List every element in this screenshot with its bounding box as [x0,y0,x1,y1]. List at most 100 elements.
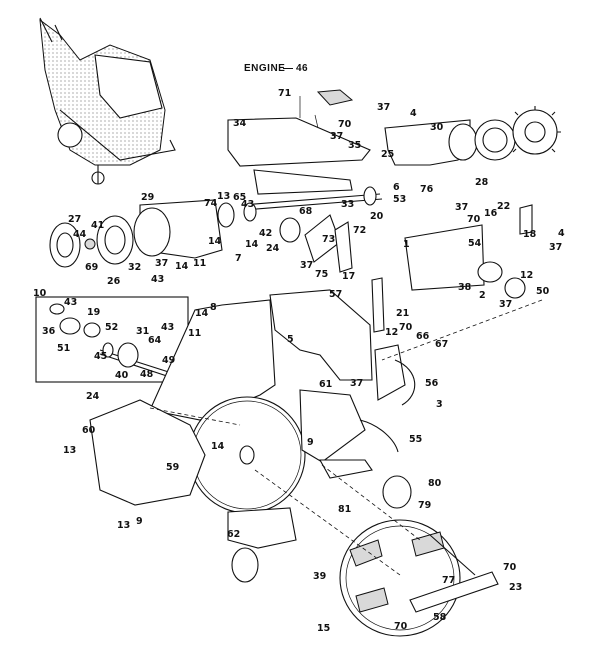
callout-4-a: 4 [410,108,417,119]
callout-14-a: 14 [208,236,222,247]
left-clutch-assembly [49,199,223,268]
callout-61: 61 [319,379,332,390]
callout-2: 2 [479,290,486,301]
callout-59: 59 [166,462,179,473]
callout-70-a: 70 [338,119,352,130]
callout-20: 20 [370,211,384,222]
callout-36: 36 [42,326,56,337]
callout-4-b: 4 [558,228,565,239]
callout-60: 60 [82,425,96,436]
callout-40: 40 [115,370,129,381]
callout-26: 26 [107,276,121,287]
inset-detail-box [35,296,189,383]
alignment-lines [149,299,543,576]
title-dash: — [283,63,294,74]
callout-21: 21 [396,308,409,319]
callout-45: 45 [94,351,107,362]
callout-11-b: 11 [188,328,201,339]
callout-5: 5 [287,334,294,345]
callout-18: 18 [523,229,537,240]
callout-49: 49 [162,355,175,366]
callout-75: 75 [315,269,328,280]
callout-42: 42 [259,228,272,239]
callout-labels: 1 2 3 4 4 5 6 7 8 9 9 10 11 11 12 12 13 … [33,88,565,634]
callout-14-c: 14 [245,239,259,250]
callout-69: 69 [85,262,98,273]
callout-70-c: 70 [399,322,413,333]
callout-37-f: 37 [300,260,313,271]
assembled-unit-illustration [39,17,176,185]
callout-71: 71 [278,88,291,99]
callout-31: 31 [136,326,149,337]
callout-23: 23 [509,582,522,593]
callout-37-c: 37 [455,202,468,213]
callout-24-a: 24 [266,243,280,254]
callout-65: 65 [233,192,246,203]
callout-6: 6 [393,182,400,193]
callout-54: 54 [468,238,482,249]
callout-15: 15 [317,623,330,634]
callout-24-b: 24 [86,391,100,402]
callout-10: 10 [33,288,47,299]
callout-37-h: 37 [350,378,363,389]
callout-43-b: 43 [151,274,164,285]
callout-57: 57 [329,289,342,300]
callout-58: 58 [433,612,447,623]
callout-44: 44 [73,229,87,240]
callout-13-a: 13 [63,445,76,456]
callout-64: 64 [148,335,162,346]
callout-51: 51 [57,343,70,354]
drive-shaft-assembly [217,186,383,273]
callout-33: 33 [341,199,354,210]
callout-12-a: 12 [520,270,533,281]
callout-14-b: 14 [175,261,189,272]
title-ref: 46 [296,63,308,74]
callout-50: 50 [536,286,550,297]
callout-52: 52 [105,322,118,333]
callout-16: 16 [484,208,498,219]
callout-48: 48 [140,369,154,380]
callout-74: 74 [204,198,218,209]
callout-77: 77 [442,575,455,586]
callout-41: 41 [91,220,104,231]
callout-27: 27 [68,214,81,225]
auger-housing [89,289,416,549]
callout-56: 56 [425,378,439,389]
callout-9-b: 9 [136,516,143,527]
callout-66: 66 [416,331,430,342]
callout-13-b: 13 [117,520,130,531]
callout-32: 32 [128,262,141,273]
callout-79: 79 [418,500,431,511]
auger-drum-assembly [231,475,499,637]
callout-37-b: 37 [330,131,343,142]
callout-68: 68 [299,206,313,217]
callout-1: 1 [403,239,410,250]
engine-mount-assembly [227,89,371,195]
right-side-plate [371,204,533,333]
callout-12-b: 12 [385,327,398,338]
callout-73: 73 [322,234,335,245]
callout-67: 67 [435,339,448,350]
callout-34: 34 [233,118,247,129]
callout-70-d: 70 [503,562,517,573]
callout-43-d: 43 [161,322,174,333]
callout-11-a: 11 [193,258,206,269]
callout-25: 25 [381,149,394,160]
callout-81: 81 [338,504,351,515]
callout-70-b: 70 [467,214,481,225]
callout-72: 72 [353,225,366,236]
callout-13-c: 13 [217,191,230,202]
callout-19: 19 [87,307,100,318]
callout-62: 62 [227,529,240,540]
callout-14-d: 14 [195,308,209,319]
callout-17: 17 [342,271,355,282]
callout-38: 38 [458,282,472,293]
callout-30: 30 [430,122,444,133]
callout-37-a: 37 [377,102,390,113]
callout-22: 22 [497,201,510,212]
callout-7: 7 [235,253,242,264]
callout-80: 80 [428,478,442,489]
callout-37-e: 37 [155,258,168,269]
callout-43-c: 43 [241,199,254,210]
